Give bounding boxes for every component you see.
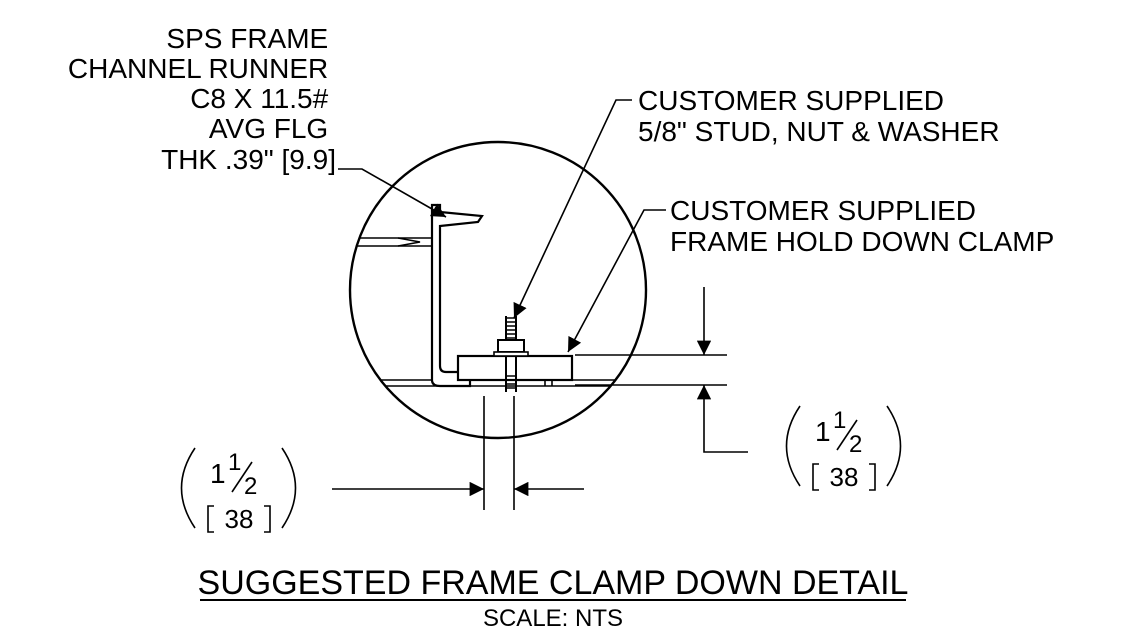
vertical-dimension xyxy=(575,287,748,453)
callout-frame-line: AVG FLG xyxy=(209,113,328,144)
callout-stud: CUSTOMER SUPPLIED 5/8" STUD, NUT & WASHE… xyxy=(638,85,1000,147)
nut xyxy=(497,339,525,353)
washer xyxy=(493,351,529,357)
dim-numerator: 1 xyxy=(833,407,846,434)
callout-frame-line: C8 X 11.5# xyxy=(190,83,328,114)
callout-clamp-line: FRAME HOLD DOWN CLAMP xyxy=(670,226,1054,257)
dim-numerator: 1 xyxy=(228,449,241,476)
callout-frame: SPS FRAME CHANNEL RUNNER C8 X 11.5# AVG … xyxy=(68,23,336,175)
drawing-scale: SCALE: NTS xyxy=(483,605,623,632)
callout-stud-line: 5/8" STUD, NUT & WASHER xyxy=(638,116,1000,147)
callout-frame-line: CHANNEL RUNNER xyxy=(68,53,328,84)
leader-frame xyxy=(338,168,447,218)
dim-metric: 38 xyxy=(225,504,254,534)
dim-denominator: 2 xyxy=(849,431,862,458)
detail-circle xyxy=(348,140,648,440)
frame-member-left xyxy=(350,237,432,247)
dim-whole: 1 xyxy=(210,458,226,489)
horizontal-dimension xyxy=(332,396,584,510)
detail-contents xyxy=(350,203,646,392)
drawing-title: SUGGESTED FRAME CLAMP DOWN DETAIL xyxy=(198,564,909,602)
dim-label-horizontal: 1 1 2 38 xyxy=(180,447,297,534)
callout-frame-line: THK .39" [9.9] xyxy=(161,144,336,175)
leader-clamp xyxy=(567,209,666,353)
callout-stud-line: CUSTOMER SUPPLIED xyxy=(638,85,944,116)
callout-clamp: CUSTOMER SUPPLIED FRAME HOLD DOWN CLAMP xyxy=(670,195,1054,257)
dim-metric: 38 xyxy=(830,462,859,492)
dim-label-vertical: 1 1 2 38 xyxy=(785,405,902,492)
dim-denominator: 2 xyxy=(244,473,257,500)
callout-frame-line: SPS FRAME xyxy=(166,23,328,54)
callout-clamp-line: CUSTOMER SUPPLIED xyxy=(670,195,976,226)
dim-whole: 1 xyxy=(815,416,831,447)
leader-stud xyxy=(513,99,632,319)
